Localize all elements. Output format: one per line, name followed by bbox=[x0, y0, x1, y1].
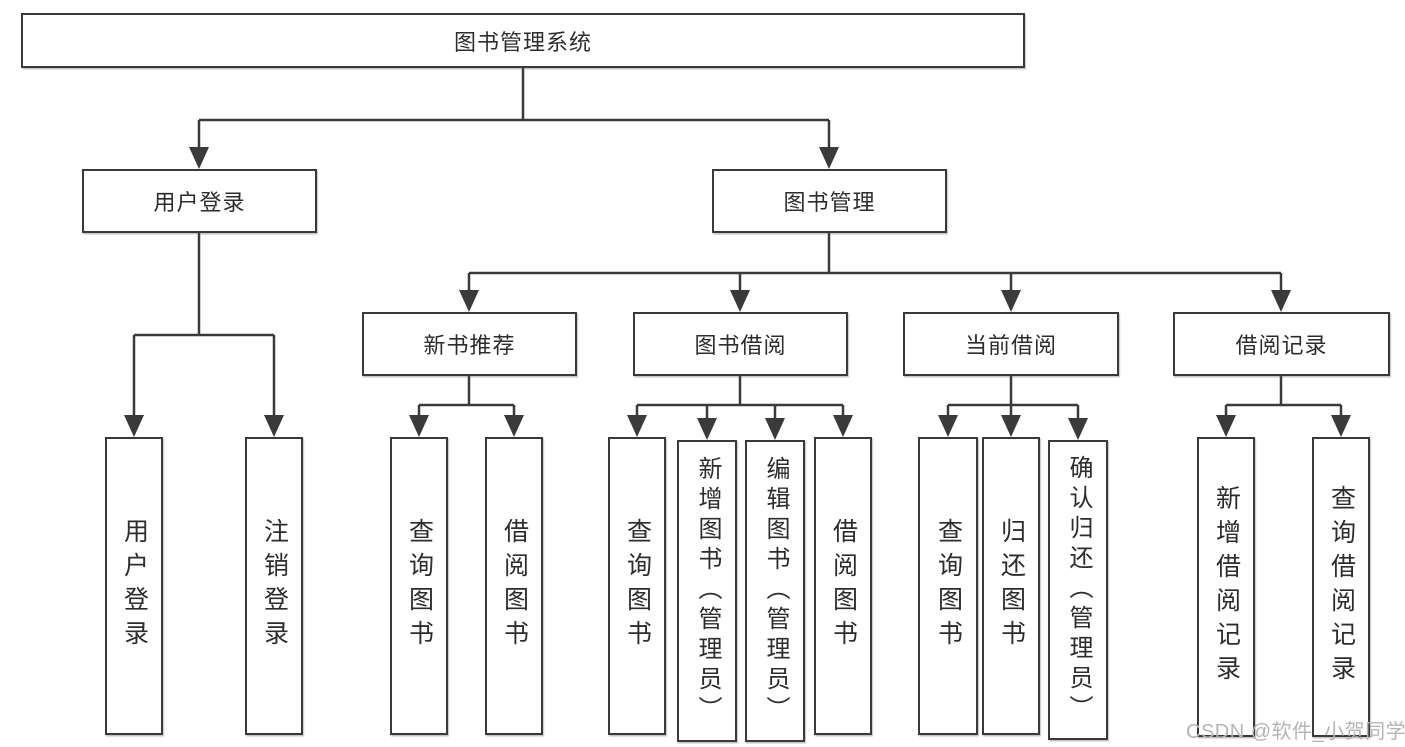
leaf-borrow-borrow-books: 借阅图书 bbox=[814, 437, 872, 735]
leaf-borrow-edit-books-admin: 编辑图书（管理员） bbox=[745, 440, 805, 742]
node-current-borrow-label: 当前借阅 bbox=[964, 333, 1057, 358]
leaf-borrow-edit-books-admin-label: 编辑图书（管理员） bbox=[762, 456, 789, 726]
leaf-records-query-record: 查询借阅记录 bbox=[1312, 437, 1370, 737]
leaf-newbook-query-books-label: 查询图书 bbox=[405, 518, 434, 654]
leaf-current-query-books: 查询图书 bbox=[918, 437, 978, 735]
node-book-management: 图书管理 bbox=[712, 169, 947, 233]
node-user-login-label: 用户登录 bbox=[153, 190, 246, 215]
leaf-newbook-borrow-books: 借阅图书 bbox=[485, 437, 543, 735]
node-book-borrow-label: 图书借阅 bbox=[694, 333, 787, 358]
node-current-borrow: 当前借阅 bbox=[903, 312, 1119, 376]
leaf-borrow-add-books-admin-label: 新增图书（管理员） bbox=[694, 456, 721, 726]
leaf-records-add-record: 新增借阅记录 bbox=[1197, 437, 1255, 737]
leaf-records-query-record-label: 查询借阅记录 bbox=[1327, 485, 1356, 689]
leaf-borrow-query-books: 查询图书 bbox=[608, 437, 666, 735]
leaf-logout-label: 注销登录 bbox=[260, 518, 289, 654]
leaf-user-login: 用户登录 bbox=[105, 437, 163, 735]
leaf-newbook-query-books: 查询图书 bbox=[390, 437, 448, 735]
leaf-current-confirm-return-admin: 确认归还（管理员） bbox=[1048, 440, 1108, 740]
watermark: CSDN @软件_小贺同学 bbox=[1186, 721, 1405, 743]
leaf-borrow-query-books-label: 查询图书 bbox=[623, 518, 652, 654]
leaf-current-return-books-label: 归还图书 bbox=[997, 518, 1026, 654]
node-book-borrow: 图书借阅 bbox=[633, 312, 848, 376]
leaf-newbook-borrow-books-label: 借阅图书 bbox=[500, 518, 529, 654]
leaf-records-add-record-label: 新增借阅记录 bbox=[1212, 485, 1241, 689]
leaf-borrow-borrow-books-label: 借阅图书 bbox=[829, 518, 858, 654]
node-borrow-records: 借阅记录 bbox=[1173, 312, 1390, 376]
node-borrow-records-label: 借阅记录 bbox=[1235, 333, 1328, 358]
leaf-current-return-books: 归还图书 bbox=[982, 437, 1040, 735]
node-user-login: 用户登录 bbox=[82, 169, 317, 233]
leaf-user-login-label: 用户登录 bbox=[120, 518, 149, 654]
node-library-system: 图书管理系统 bbox=[21, 13, 1025, 68]
node-new-book-recommend-label: 新书推荐 bbox=[423, 333, 516, 358]
leaf-current-confirm-return-admin-label: 确认归还（管理员） bbox=[1065, 455, 1092, 725]
node-book-management-label: 图书管理 bbox=[783, 190, 876, 215]
leaf-borrow-add-books-admin: 新增图书（管理员） bbox=[677, 440, 737, 742]
leaf-logout: 注销登录 bbox=[245, 437, 303, 735]
node-new-book-recommend: 新书推荐 bbox=[362, 312, 577, 376]
node-library-system-label: 图书管理系统 bbox=[453, 29, 592, 55]
leaf-current-query-books-label: 查询图书 bbox=[934, 518, 963, 654]
